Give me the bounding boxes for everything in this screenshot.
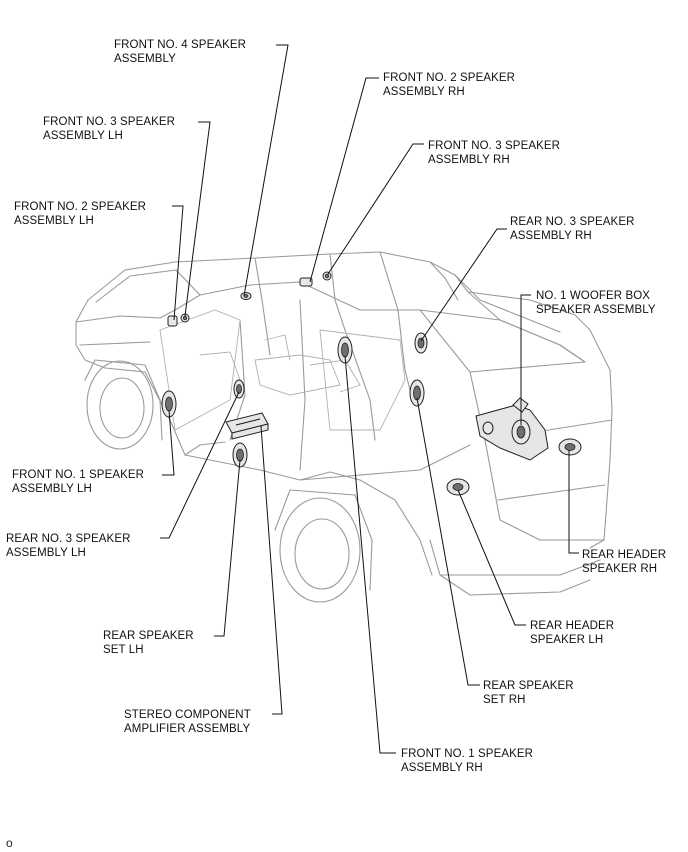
rear-wheel (274, 489, 373, 603)
front-wheel (84, 359, 163, 450)
rear-no3-speaker-lh (233, 379, 245, 399)
front-no3-speaker-rh (322, 271, 332, 281)
leader-front-no4 (243, 44, 289, 297)
label-rear-speaker-set-rh: REAR SPEAKER SET RH (483, 680, 574, 706)
label-front-no2-speaker-lh: FRONT NO. 2 SPEAKER ASSEMBLY LH (14, 201, 147, 227)
label-no1-woofer-box: NO. 1 WOOFER BOX SPEAKER ASSEMBLY (536, 290, 656, 316)
front-no3-speaker-lh (180, 313, 190, 323)
leader-front-no3-rh (327, 143, 424, 275)
leader-rear-no3-rh (420, 228, 507, 342)
rear-no3-speaker-rh (414, 332, 428, 354)
label-front-no3-speaker-rh: FRONT NO. 3 SPEAKER ASSEMBLY RH (428, 140, 561, 166)
label-stereo-component-amplifier: STEREO COMPONENT AMPLIFIER ASSEMBLY (124, 709, 251, 735)
label-front-no1-speaker-rh: FRONT NO. 1 SPEAKER ASSEMBLY RH (401, 748, 534, 774)
front-no1-speaker-rh (337, 336, 353, 364)
leader-amplifier (260, 425, 283, 715)
label-rear-header-speaker-rh: REAR HEADER SPEAKER RH (582, 549, 667, 575)
label-front-no1-speaker-lh: FRONT NO. 1 SPEAKER ASSEMBLY LH (12, 469, 145, 495)
leader-front-no3-lh (184, 121, 211, 317)
front-no1-speaker-lh (161, 390, 177, 418)
label-rear-speaker-set-lh: REAR SPEAKER SET LH (103, 630, 194, 656)
leader-front-no2-lh (172, 205, 184, 321)
leader-woofer (520, 294, 531, 425)
leader-rear-header-rh (568, 450, 579, 554)
no1-woofer-box (475, 397, 549, 461)
rear-header-speaker-lh (446, 478, 470, 496)
leader-front-no1-lh (162, 409, 175, 476)
leader-lines (160, 44, 579, 754)
front-no2-speaker-lh (167, 315, 178, 327)
rear-header-speaker-rh (558, 438, 582, 456)
label-front-no3-speaker-lh: FRONT NO. 3 SPEAKER ASSEMBLY LH (43, 116, 176, 142)
front-no4-speaker (240, 292, 252, 300)
leader-rear-speaker-lh (214, 459, 241, 637)
leader-front-no2-rh (309, 77, 379, 283)
leader-rear-speaker-rh (416, 397, 480, 686)
rear-speaker-set-lh (232, 442, 248, 468)
front-no2-speaker-rh (299, 277, 313, 287)
leader-rear-no3-lh (160, 391, 240, 539)
rear-speaker-set-rh (409, 379, 425, 407)
stereo-component-amplifier (225, 412, 269, 440)
label-front-no2-speaker-rh: FRONT NO. 2 SPEAKER ASSEMBLY RH (383, 72, 516, 98)
figure-id: o (6, 836, 13, 850)
leader-front-no1-rh (344, 355, 396, 754)
label-rear-no3-speaker-rh: REAR NO. 3 SPEAKER ASSEMBLY RH (510, 216, 635, 242)
label-rear-no3-speaker-lh: REAR NO. 3 SPEAKER ASSEMBLY LH (6, 533, 131, 559)
leader-rear-header-lh (457, 489, 526, 626)
label-front-no4-speaker: FRONT NO. 4 SPEAKER ASSEMBLY (114, 39, 247, 65)
label-rear-header-speaker-lh: REAR HEADER SPEAKER LH (530, 620, 615, 646)
